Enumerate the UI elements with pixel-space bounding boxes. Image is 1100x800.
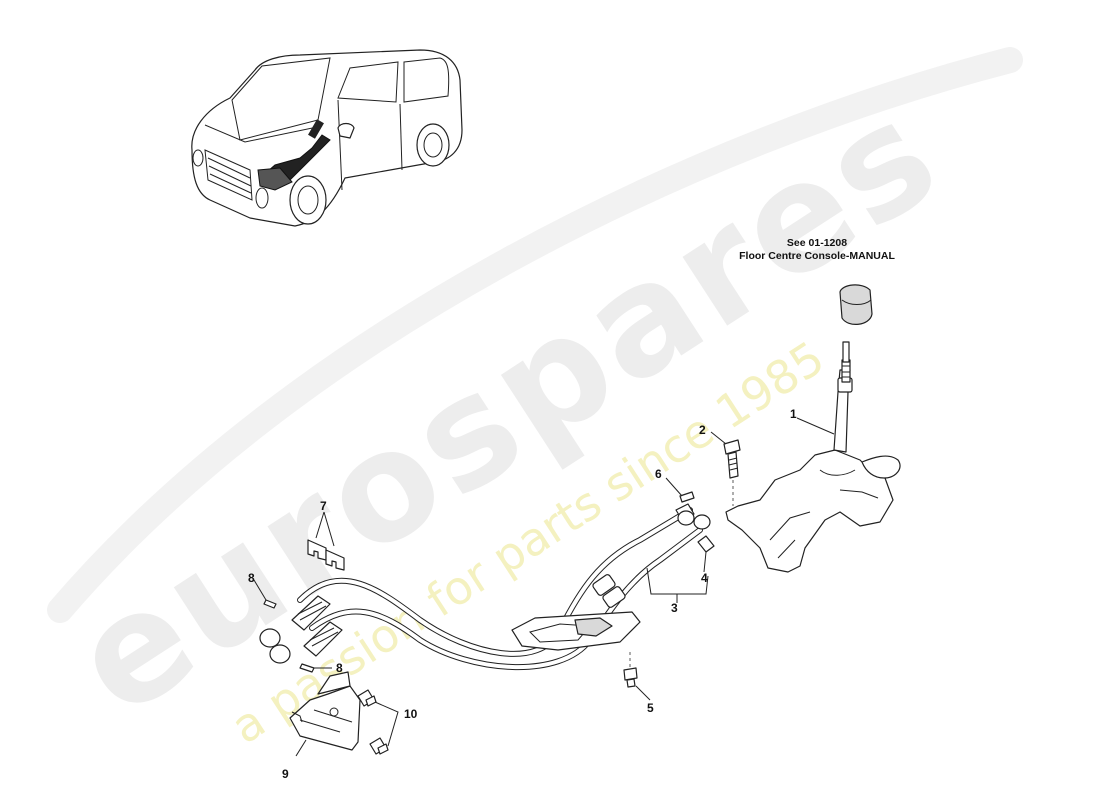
callout-5: 5 xyxy=(647,701,654,715)
clip-part-6 xyxy=(665,477,695,503)
bolt-part-10-lower xyxy=(369,737,389,755)
callout-1: 1 xyxy=(790,407,797,421)
shift-cable-assembly xyxy=(259,503,711,671)
reference-note-line-1: See 01-1208 xyxy=(787,237,847,249)
callout-6: 6 xyxy=(655,467,662,481)
callout-7: 7 xyxy=(320,499,327,513)
bracket-part-9 xyxy=(289,671,361,757)
gear-shifter-assembly xyxy=(725,284,901,573)
callout-9: 9 xyxy=(282,767,289,781)
callout-10: 10 xyxy=(404,707,418,721)
callout-2: 2 xyxy=(699,423,706,437)
callout-8-upper: 8 xyxy=(248,571,255,585)
clip-part-4 xyxy=(697,535,715,573)
callout-labels: 1 2 3 4 5 6 7 8 8 9 10 xyxy=(248,407,797,781)
reference-note: See 01-1208 Floor Centre Console-MANUAL xyxy=(739,237,895,262)
bolt-part-2 xyxy=(710,431,741,506)
bolt-part-10-upper xyxy=(357,689,377,707)
clip-part-8-lower xyxy=(299,663,332,673)
reference-note-line-2: Floor Centre Console-MANUAL xyxy=(739,250,895,262)
callout-4: 4 xyxy=(701,571,708,585)
bolt-part-5 xyxy=(623,652,651,701)
car-overview-illustration xyxy=(191,49,463,227)
shim-plates-part-7 xyxy=(307,511,345,571)
watermark-brand: eurospares xyxy=(45,66,969,750)
clip-part-8-upper xyxy=(253,579,277,609)
callout-3: 3 xyxy=(671,601,678,615)
callout-10-leader xyxy=(374,701,399,747)
callout-8-lower: 8 xyxy=(336,661,343,675)
